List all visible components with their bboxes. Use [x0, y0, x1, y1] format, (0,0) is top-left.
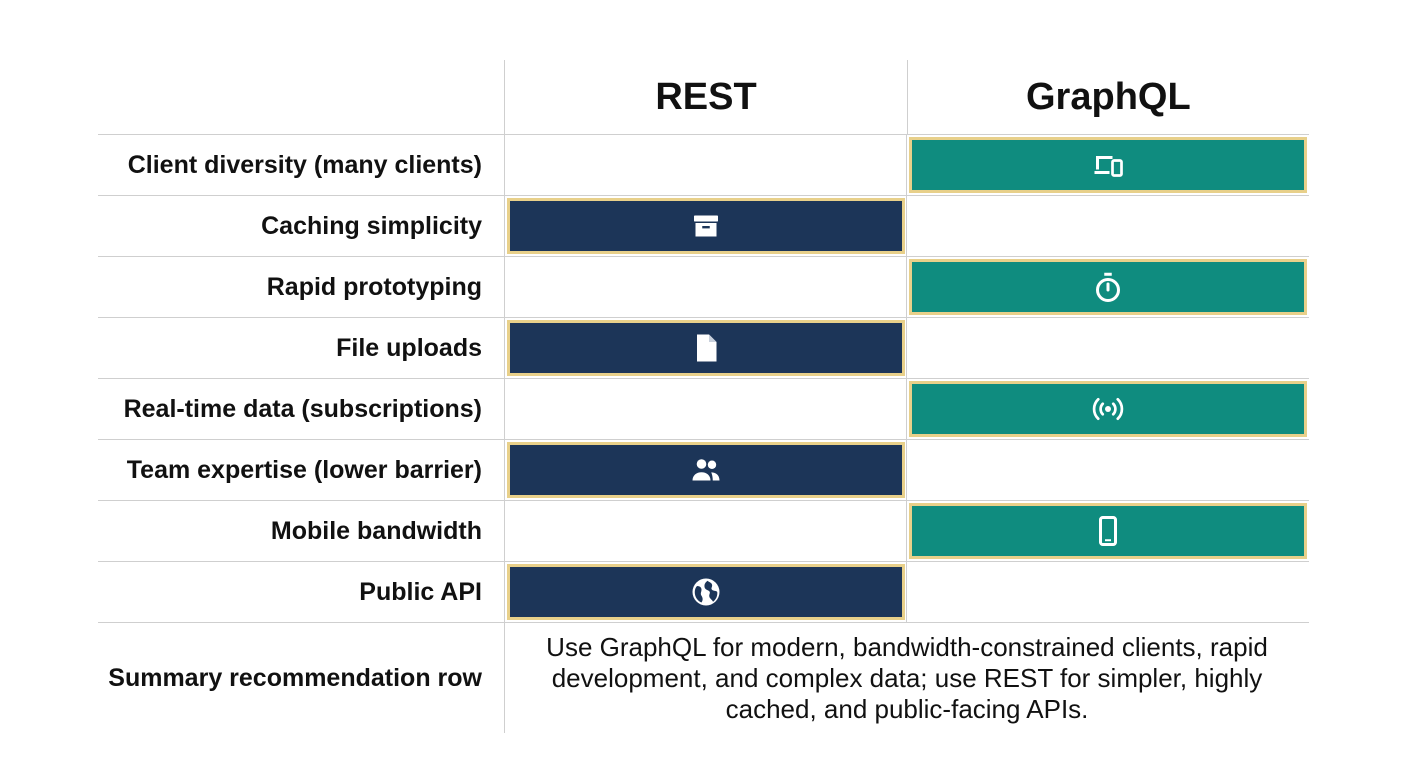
summary-text: Use GraphQL for modern, bandwidth-constr…: [546, 631, 1268, 724]
row-label: Caching simplicity: [98, 196, 505, 256]
table-row: Caching simplicity: [98, 196, 1309, 257]
comparison-table: REST GraphQL Client diversity (many clie…: [98, 60, 1309, 733]
row-label: Public API: [98, 562, 505, 622]
rest-cell: [505, 562, 907, 622]
rest-cell: [505, 135, 907, 195]
summary-row: Summary recommendation row Use GraphQL f…: [98, 623, 1309, 733]
graphql-cell: [907, 196, 1309, 256]
graphql-cell: [907, 257, 1309, 317]
table-row: Public API: [98, 562, 1309, 623]
rest-cell: [505, 501, 907, 561]
rest-cell: [505, 196, 907, 256]
smartphone-icon: [1099, 516, 1117, 546]
rest-winner-block: [506, 198, 905, 254]
graphql-cell: [907, 501, 1309, 561]
row-label: Mobile bandwidth: [98, 501, 505, 561]
rest-winner-block: [506, 564, 905, 620]
row-label: Rapid prototyping: [98, 257, 505, 317]
table-row: Rapid prototyping: [98, 257, 1309, 318]
table-row: Real-time data (subscriptions): [98, 379, 1309, 440]
rest-cell: [505, 318, 907, 378]
row-label: Real-time data (subscriptions): [98, 379, 505, 439]
table-row: File uploads: [98, 318, 1309, 379]
graphql-cell: [907, 379, 1309, 439]
table-row: Team expertise (lower barrier): [98, 440, 1309, 501]
graphql-winner-block: [909, 137, 1307, 193]
summary-label: Summary recommendation row: [98, 623, 505, 733]
column-header-graphql: GraphQL: [1026, 75, 1191, 118]
broadcast-icon: [1092, 397, 1124, 421]
rest-cell: [505, 379, 907, 439]
file-icon: [696, 334, 716, 362]
row-label: Client diversity (many clients): [98, 135, 505, 195]
rest-winner-block: [506, 442, 905, 498]
stopwatch-icon: [1096, 272, 1120, 302]
row-label: File uploads: [98, 318, 505, 378]
rest-cell: [505, 257, 907, 317]
graphql-winner-block: [909, 503, 1307, 559]
rest-winner-block: [506, 320, 905, 376]
rest-cell: [505, 440, 907, 500]
table-row: Mobile bandwidth: [98, 501, 1309, 562]
row-label: Team expertise (lower barrier): [98, 440, 505, 500]
header-blank-cell: [98, 60, 506, 134]
graphql-winner-block: [909, 259, 1307, 315]
header-row: REST GraphQL: [98, 60, 1309, 135]
graphql-cell: [907, 318, 1309, 378]
graphql-cell: [907, 440, 1309, 500]
archive-box-icon: [693, 215, 718, 237]
people-icon: [692, 459, 719, 481]
globe-icon: [692, 578, 719, 606]
devices-icon: [1094, 156, 1123, 177]
graphql-winner-block: [909, 381, 1307, 437]
column-header-rest: REST: [505, 60, 908, 134]
graphql-cell: [907, 135, 1309, 195]
graphql-cell: [907, 562, 1309, 622]
table-row: Client diversity (many clients): [98, 135, 1309, 196]
